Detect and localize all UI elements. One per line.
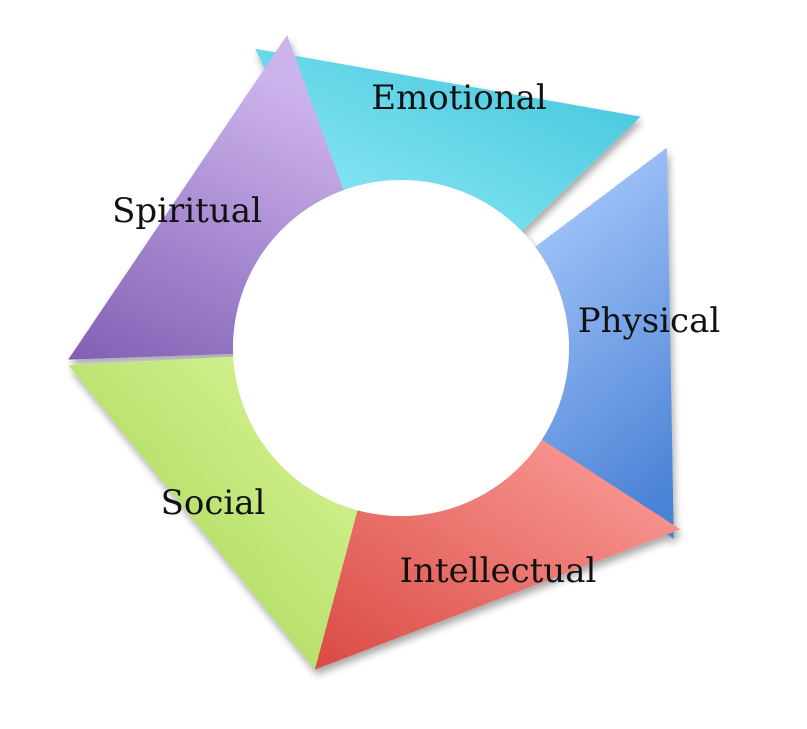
segment-label-spiritual: Spiritual	[112, 191, 262, 231]
segment-physical	[535, 147, 674, 540]
segment-emotional	[255, 48, 641, 232]
segment-label-social: Social	[161, 483, 266, 523]
segment-label-emotional: Emotional	[371, 78, 547, 118]
segment-social	[68, 356, 358, 670]
segment-label-intellectual: Intellectual	[400, 551, 597, 591]
segment-intellectual	[314, 439, 681, 670]
segment-spiritual	[68, 35, 344, 360]
segment-label-physical: Physical	[578, 301, 721, 341]
donut-center	[233, 180, 569, 516]
